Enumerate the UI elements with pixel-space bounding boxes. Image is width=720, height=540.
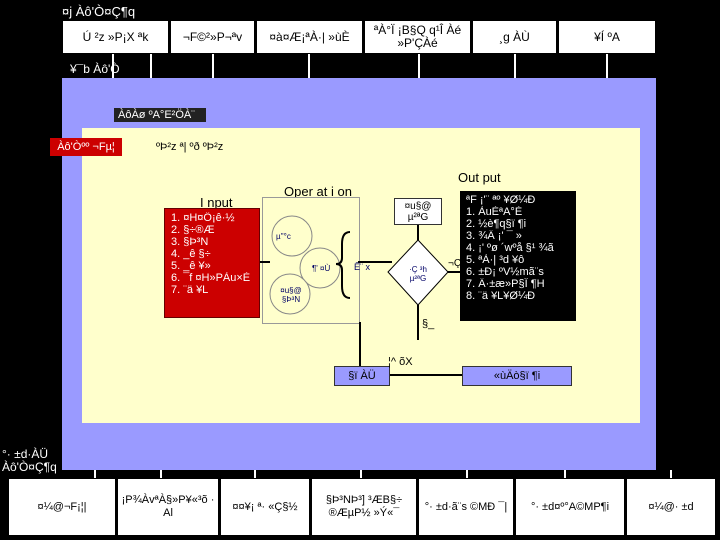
connector-line	[514, 54, 516, 78]
connector-line	[606, 54, 608, 78]
operation-circle-top	[271, 215, 313, 257]
connector-line	[418, 54, 420, 78]
input-item: 6. ¯f ¤H»PÀu×È	[171, 272, 251, 284]
circle-mid-label: ¶' ¤Ù	[312, 264, 331, 273]
header-title: ¤j Àô'Ò¤Ç¶q	[62, 4, 136, 19]
diamond-label: ·Ç ³h µ²ªG	[409, 265, 427, 283]
input-item: 4. _ê §÷	[171, 248, 211, 260]
diamond-side-label: ¬Ç	[448, 258, 462, 269]
subheader-label: ¥¯b Àô'Ò	[70, 62, 120, 76]
connector-line	[150, 54, 152, 78]
circle-top-label: µ''°c	[276, 232, 291, 241]
connector-line	[160, 470, 162, 478]
connector-line	[112, 54, 114, 78]
output-item: 5. ªÀ·| ³d ¥ô	[466, 254, 525, 266]
top-box-5: ¸g ÀÙ	[472, 20, 557, 54]
output-item: 7. Ä·±æ»P§Î ¶H	[466, 278, 545, 290]
output-item: 6. ±Ð¡ ºV½mã¨s	[466, 266, 544, 278]
connector-line	[360, 470, 362, 478]
brace-shape	[335, 231, 351, 299]
output-item: 2. ½è¶q§ï ¶i	[466, 218, 527, 230]
work-result-box: ¤u§@ µ²ªG	[394, 198, 442, 225]
connector-line	[254, 470, 256, 478]
dark-title-bar: ÀôÀø ºA°E²ÖÀ¨	[114, 108, 206, 122]
input-item: 7. ¨ä ¥L	[171, 284, 209, 296]
top-box-4: ªÀ°Ï ¡B§Q q¹Î Àé »P'ÇÀé	[364, 20, 471, 54]
input-title: I nput	[200, 195, 233, 210]
input-item: 3. §Þ³N	[171, 236, 209, 248]
connector-line	[94, 470, 96, 478]
bottom-box-5: °· ±d·ã¨s ©MÐ ¯|	[418, 478, 514, 536]
decision-diamond	[387, 239, 449, 306]
bottom-box-1: ¤¼@¬F¡¦|	[8, 478, 116, 536]
input-item: 1. ¤H¤Ö¡ê·½	[171, 212, 235, 224]
input-item: 2. §÷®Æ	[171, 224, 215, 236]
feedback-label: ¦^ õX	[388, 356, 413, 368]
output-item: 1. ÀuÈªA°È	[466, 206, 523, 218]
operation-circle-mid	[299, 247, 341, 289]
top-box-6: ¥Í ºA	[558, 20, 656, 54]
secondary-label: ºÞ²z ª| ºð ºÞ²z	[156, 141, 224, 153]
operation-title: Oper at i on	[284, 184, 352, 199]
operation-circle-bot	[269, 273, 311, 315]
connector-line	[466, 470, 468, 478]
bottom-box-7: ¤¼@· ±d	[626, 478, 716, 536]
red-label-box: Àô'Òºº ¬Fµ¦	[50, 138, 122, 156]
improve-box: «ùÄò§ï ¶i	[462, 366, 572, 386]
bottom-box-3: ¤¤¥¡ ª· «Ç§½	[220, 478, 310, 536]
feedback-box: §ï ÀÜ	[334, 366, 390, 386]
output-title: Out put	[458, 170, 501, 185]
bottom-box-4: §Þ³NÞ³] ³ÆB§÷ ®ÆµP½ »Ý«¯	[311, 478, 417, 536]
output-item: 4. ¡' ºø ´wºå §¹ ¾ã	[466, 242, 554, 254]
circle-bot-label: ¤u§@ §Þ³N	[280, 286, 302, 304]
bottom-left-label: °· ±d·ÀÜ Àô'Ò¤Ç¶q	[2, 447, 57, 474]
connector-line	[212, 54, 214, 78]
input-item: 5. _ê ¥»	[171, 260, 211, 272]
bottom-box-6: °· ±d¤º°A©MP¶i	[515, 478, 625, 536]
output-list: ªF ¡'¨ ªº ¥Ø¼Ð 1. ÀuÈªA°È 2. ½è¶q§ï ¶i 3…	[460, 191, 576, 321]
connector-line	[670, 470, 672, 478]
input-list: 1. ¤H¤Ö¡ê·½ 2. §÷®Æ 3. §Þ³N 4. _ê §÷ 5. …	[164, 208, 260, 318]
top-box-1: Ú ²z »P¡X ªk	[62, 20, 169, 54]
output-item: 3. ¾Ä ¡' ¯ »	[466, 230, 522, 242]
output-item: 8. ¨ä ¥L¥Ø¼Ð	[466, 290, 536, 302]
connector-line	[564, 470, 566, 478]
no-branch-label: §_	[422, 318, 435, 330]
brace-note: Ê¨ x	[354, 262, 371, 272]
output-header: ªF ¡'¨ ªº ¥Ø¼Ð	[466, 194, 536, 206]
top-box-2: ¬F©²»P¬ªv	[170, 20, 255, 54]
connector-line	[308, 54, 310, 78]
top-box-3: ¤à¤Æ¡ªÀ·| »ùÈ	[256, 20, 363, 54]
bottom-box-2: ¡P¾ÀvªÀ§»P¥«³õ · Al	[117, 478, 219, 536]
